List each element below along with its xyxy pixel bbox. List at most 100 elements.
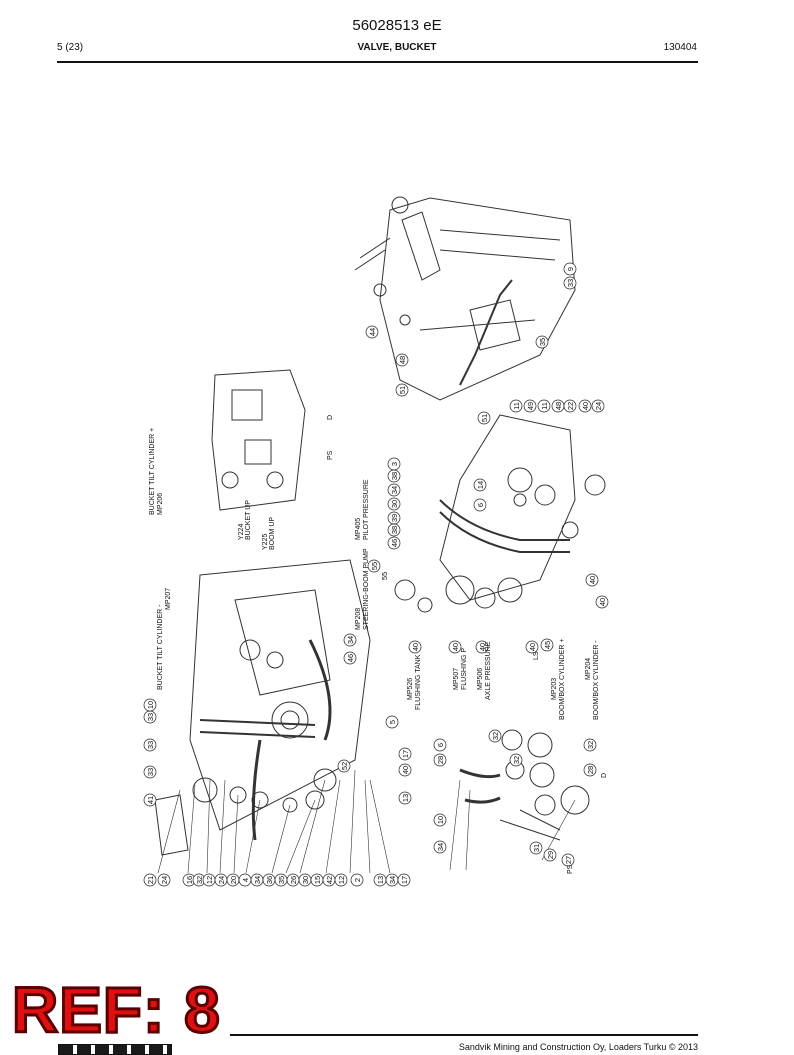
callout-number: 34 [390, 486, 399, 494]
callout-number: 40 [478, 643, 487, 651]
label-flushing-tank: FLUSHING TANK [415, 654, 422, 710]
leader-lines [157, 769, 576, 874]
callout-number: 27 [564, 856, 573, 864]
callout-number: 13 [401, 794, 410, 802]
callout-number: 3 [390, 462, 399, 466]
callout-number: 11 [540, 402, 549, 410]
callout-number: 40 [411, 643, 420, 651]
callout-number: 2 [353, 878, 362, 882]
callout-number: 34 [436, 843, 445, 851]
label-d: D [327, 415, 334, 420]
callout-number: 40 [451, 643, 460, 651]
callout-number: 48 [398, 356, 407, 364]
brand-logo [58, 1044, 172, 1055]
page-number: 5 (23) [57, 42, 84, 53]
callout-number: 46 [390, 539, 399, 547]
callout-number: 28 [436, 756, 445, 764]
exploded-view-drawing: 21 24 16 32 12 24 20 4 34 36 35 26 30 15… [143, 196, 609, 887]
label-flushing-p: FLUSHING P [461, 648, 468, 690]
callout-number: 29 [546, 851, 555, 859]
callout-number: 33 [146, 768, 155, 776]
callout-number: 24 [594, 402, 603, 410]
callout-number: 11 [512, 402, 521, 410]
callout-number: 21 [146, 876, 155, 884]
rotated-labels: BUCKET TILT CYLINDER - MP207 BUCKET TILT… [149, 415, 608, 874]
callout-number: 6 [436, 743, 445, 747]
label-boom-box-cylinder-minus: BOOM/BOX CYLINDER - [593, 640, 600, 720]
callout-number: 17 [401, 750, 410, 758]
callout-number: 15 [313, 876, 322, 884]
callout-number: 33 [146, 713, 155, 721]
callout-number: 5 [388, 720, 397, 724]
callout-number: 35 [277, 876, 286, 884]
callout-number: 40 [528, 643, 537, 651]
callout-number: 38 [390, 472, 399, 480]
callout-number: 52 [340, 762, 349, 770]
callout-number: 42 [325, 876, 334, 884]
label-mp208: MP208 [355, 608, 362, 630]
footer-rule [230, 1034, 698, 1036]
page-title: VALVE, BUCKET [357, 42, 437, 53]
label-axle-pressure: AXLE PRESSURE [485, 641, 492, 700]
callout-number: 30 [301, 876, 310, 884]
label-mp203: MP203 [551, 678, 558, 700]
callout-number: 10 [146, 701, 155, 709]
label-mp507: MP507 [453, 668, 460, 690]
callout-number: 40 [581, 402, 590, 410]
callout-number: 46 [346, 654, 355, 662]
callout-number: 4 [241, 878, 250, 882]
callout-number: 34 [388, 876, 397, 884]
label-y224: Y224 [238, 524, 245, 540]
label-ps: PS [327, 450, 334, 460]
label-mp405: MP405 [355, 518, 362, 540]
header-rule [57, 61, 698, 63]
label-mp207: MP207 [165, 588, 172, 610]
footer-copyright: Sandvik Mining and Construction Oy, Load… [458, 1042, 698, 1052]
label-bucket-tilt-cylinder-minus: BUCKET TILT CYLINDER - [157, 604, 164, 690]
callout-number: 40 [588, 576, 597, 584]
callout-number: 12 [205, 876, 214, 884]
callout-number: 24 [217, 876, 226, 884]
label-bucket-tilt-cylinder-plus: BUCKET TILT CYLINDER + [149, 428, 156, 515]
callout-number: 41 [146, 796, 155, 804]
callout-number: 36 [265, 876, 274, 884]
callout-bubbles [143, 262, 609, 887]
callout-number: 32 [195, 876, 204, 884]
callout-number: 51 [398, 386, 407, 394]
callout-number: 20 [229, 876, 238, 884]
callout-number: 16 [185, 876, 194, 884]
callout-number: 44 [368, 328, 377, 336]
callout-number: 35 [538, 338, 547, 346]
document-date: 130404 [663, 42, 697, 53]
callout-number: 32 [491, 732, 500, 740]
callout-number: 26 [289, 876, 298, 884]
callout-number: 32 [586, 741, 595, 749]
callout-number: 55 [380, 572, 389, 580]
callout-number: 34 [346, 636, 355, 644]
callout-number: 17 [400, 876, 409, 884]
label-d: D [601, 773, 608, 778]
callout-number: 40 [598, 598, 607, 606]
label-mp206: MP206 [157, 493, 164, 515]
callout-number: 6 [476, 503, 485, 507]
label-mp204: MP204 [585, 658, 592, 680]
callout-number: 55 [370, 562, 379, 570]
callout-number: 30 [390, 500, 399, 508]
label-pilot-pressure: PILOT PRESSURE [363, 479, 370, 540]
callout-number: 40 [401, 766, 410, 774]
callout-number: 10 [436, 816, 445, 824]
callout-number: 28 [586, 766, 595, 774]
callout-numbers: 21 24 16 32 12 24 20 4 34 36 35 26 30 15… [146, 267, 607, 884]
callout-number: 22 [566, 402, 575, 410]
callout-number: 9 [566, 267, 575, 271]
callout-number: 14 [476, 481, 485, 489]
ref-stamp: REF: 8 [11, 974, 222, 1046]
callout-number: 49 [526, 402, 535, 410]
callout-number: 31 [532, 844, 541, 852]
drawing-linework [154, 196, 606, 856]
label-bucket-up: BUCKET UP [245, 500, 252, 540]
callout-number: 32 [512, 756, 521, 764]
callout-number: 39 [390, 514, 399, 522]
callout-number: 33 [146, 741, 155, 749]
label-ls: LS [533, 651, 540, 660]
